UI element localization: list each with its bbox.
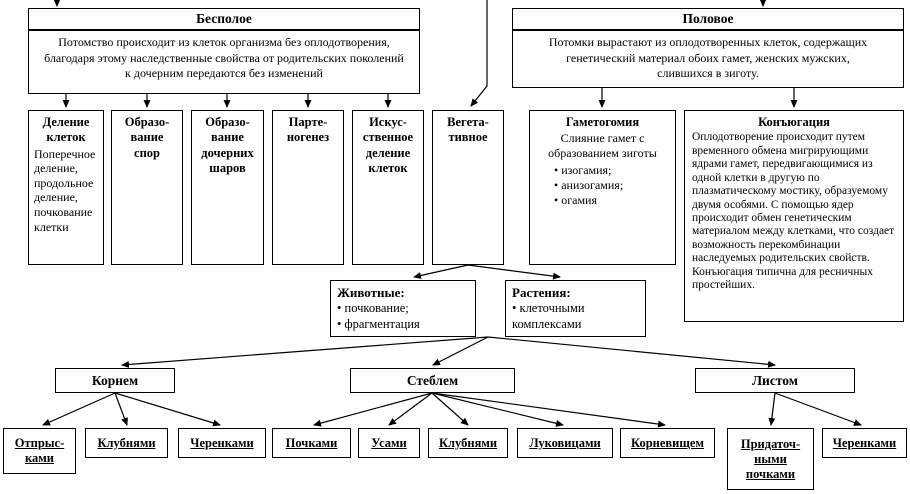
node-title: Образо- вание дочерних шаров [201, 115, 254, 175]
node-vegetative: Вегета- тивное [432, 110, 504, 265]
node-method-rhizome: Корневищем [620, 428, 715, 458]
node-body: • клеточными комплексами [512, 301, 585, 331]
node-title: Искус- ственное деление клеток [362, 115, 414, 175]
node-animals: Животные: • почкование; • фрагментация [330, 280, 476, 337]
node-title: Растения: [512, 285, 571, 300]
node-method-offshoots: Отпрыс- ками [3, 428, 76, 474]
node-cell-division: Деление клеток Поперечное деление, продо… [28, 110, 104, 265]
node-sexual-title: Половое [512, 8, 904, 30]
node-asexual-title: Бесполое [28, 8, 420, 30]
node-title: Деление клеток [42, 115, 90, 145]
node-method-tubers-stem: Клубнями [428, 428, 508, 458]
node-artificial-division: Искус- ственное деление клеток [352, 110, 424, 265]
node-asexual-description: Потомство происходит из клеток организма… [28, 30, 420, 94]
node-method-adventitious-buds: Придаточ- ными почками [727, 428, 814, 490]
node-method-runners: Усами [358, 428, 420, 458]
node-title: Конъюгация [758, 115, 830, 129]
node-method-buds: Почками [272, 428, 351, 458]
node-daughter-spheres: Образо- вание дочерних шаров [191, 110, 264, 265]
node-spore-formation: Образо- вание спор [111, 110, 183, 265]
node-body: Слияние гамет с образованием зиготы [548, 131, 657, 160]
node-conjugation: Конъюгация Оплодотворение происходит пут… [684, 110, 904, 322]
node-plants: Растения: • клеточными комплексами [505, 280, 646, 337]
node-title: Вегета- тивное [447, 115, 489, 145]
node-body: Оплодотворение происходит путем временно… [692, 131, 895, 292]
node-method-cuttings-root: Черенками [178, 428, 266, 458]
node-title: Парте- ногенез [286, 115, 330, 145]
node-parthenogenesis: Парте- ногенез [272, 110, 344, 265]
node-sexual-description: Потомки вырастают из оплодотворенных кле… [512, 30, 904, 88]
node-method-bulbs: Луковицами [517, 428, 613, 458]
node-organ-stem: Стеблем [350, 368, 515, 393]
node-body: • почкование; • фрагментация [337, 301, 420, 331]
node-body: Поперечное деление, продольное деление, … [34, 146, 96, 234]
node-gametogamy: Гаметогомия Слияние гамет с образованием… [529, 110, 676, 265]
node-bullets: • изогамия; • анизогамия; • огамия [554, 162, 624, 207]
node-organ-leaf: Листом [695, 368, 855, 393]
node-method-cuttings-leaf: Черенками [822, 428, 907, 458]
node-method-tubers-root: Клубнями [85, 428, 168, 458]
node-title: Животные: [337, 285, 405, 300]
node-title: Образо- вание спор [124, 115, 170, 160]
node-organ-root: Корнем [55, 368, 175, 393]
node-title: Гаметогомия [565, 115, 640, 129]
